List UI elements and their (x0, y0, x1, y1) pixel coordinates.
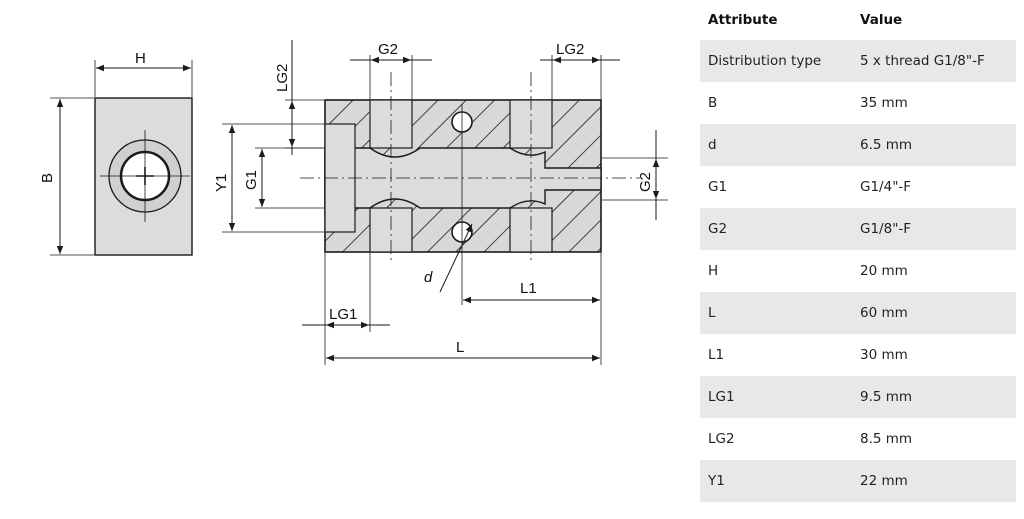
value-cell: 9.5 mm (860, 389, 913, 405)
table-row: L1 30 mm (700, 334, 1016, 376)
table-row: H 20 mm (700, 250, 1016, 292)
attribute-column-header: Attribute (708, 12, 778, 28)
attribute-table: Attribute Value Distribution type 5 x thr… (700, 0, 1016, 502)
value-column-header: Value (860, 12, 903, 28)
dim-Y1-label: Y1 (213, 174, 230, 192)
value-cell: 8.5 mm (860, 431, 913, 447)
end-view: H B (39, 50, 193, 256)
dim-L-label: L (456, 339, 464, 356)
value-cell: 22 mm (860, 473, 908, 489)
dim-d-label: d (424, 269, 433, 286)
attribute-cell: L1 (708, 347, 725, 363)
dim-H-label: H (135, 50, 146, 67)
attribute-cell: G2 (708, 221, 728, 237)
table-row: B 35 mm (700, 82, 1016, 124)
value-cell: 35 mm (860, 95, 908, 111)
table-row: G2 G1/8"-F (700, 208, 1016, 250)
value-cell: 20 mm (860, 263, 908, 279)
dim-G1-label: G1 (243, 170, 260, 190)
table-row: LG2 8.5 mm (700, 418, 1016, 460)
value-cell: 5 x thread G1/8"-F (860, 53, 985, 69)
table-row: LG1 9.5 mm (700, 376, 1016, 418)
table-header-row: Attribute Value (700, 0, 1016, 40)
table-row: Y1 22 mm (700, 460, 1016, 502)
dim-LG2-left-label: LG2 (274, 64, 291, 92)
table-row: L 60 mm (700, 292, 1016, 334)
attribute-cell: d (708, 137, 717, 153)
attribute-cell: H (708, 263, 719, 279)
technical-drawing: H B G2 LG (39, 40, 668, 365)
attribute-cell: B (708, 95, 718, 111)
value-cell: 30 mm (860, 347, 908, 363)
section-view: G2 LG2 LG2 Y1 G1 G2 d L1 (213, 40, 668, 365)
table-row: d 6.5 mm (700, 124, 1016, 166)
attribute-cell: L (708, 305, 716, 321)
dim-LG2-top-label: LG2 (556, 41, 584, 58)
table-row: Distribution type 5 x thread G1/8"-F (700, 40, 1016, 82)
value-cell: 6.5 mm (860, 137, 913, 153)
attribute-cell: Distribution type (708, 53, 822, 69)
dim-G2-top-label: G2 (378, 41, 398, 58)
value-cell: G1/4"-F (860, 179, 912, 195)
dim-d-leader (439, 223, 473, 293)
table-row: G1 G1/4"-F (700, 166, 1016, 208)
attribute-cell: G1 (708, 179, 728, 195)
dim-LG1-label: LG1 (329, 306, 357, 323)
dim-L1-label: L1 (520, 280, 537, 297)
attribute-cell: Y1 (708, 473, 725, 489)
attribute-cell: LG2 (708, 431, 735, 447)
dim-B-label: B (39, 173, 56, 183)
attribute-cell: LG1 (708, 389, 735, 405)
value-cell: G1/8"-F (860, 221, 912, 237)
dim-G2-right-label: G2 (637, 172, 654, 192)
value-cell: 60 mm (860, 305, 908, 321)
